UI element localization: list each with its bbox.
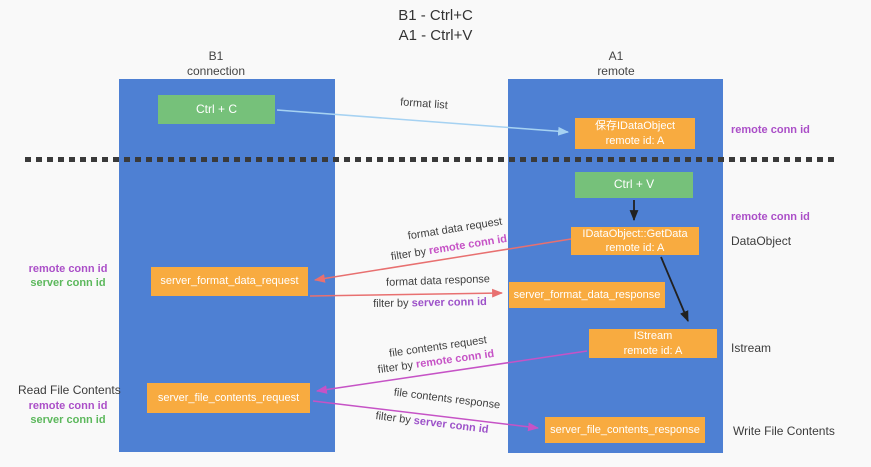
node-server-format-data-response-label: server_format_data_response	[513, 288, 661, 301]
copy-paste-divider-line	[25, 157, 838, 162]
lane-a1-title: A1	[608, 49, 624, 63]
title-line-2: A1 - Ctrl+V	[398, 26, 473, 44]
node-idataobject-getdata: IDataObject::GetData remote id: A	[571, 227, 699, 255]
left-label-server-conn-id-2: server conn id	[30, 413, 106, 426]
node-save-idataobject-line1: 保存IDataObject	[594, 120, 676, 133]
left-label-remote-conn-id-1: remote conn id	[28, 263, 108, 275]
edge-label-format-data-response: format data response	[385, 273, 491, 289]
right-label-remote-conn-id-1: remote conn id	[731, 124, 810, 136]
node-server-file-contents-response: server_file_contents_response	[545, 417, 705, 443]
lane-b1-subtitle: connection	[186, 64, 246, 78]
node-ctrl-v: Ctrl + V	[575, 172, 693, 198]
filter-server-conn-id: server conn id	[411, 296, 487, 310]
title-line-1: B1 - Ctrl+C	[398, 7, 473, 24]
edge-label-filter-server-2: filter by server conn id	[375, 410, 489, 436]
filter-by-text: filter by	[373, 297, 412, 310]
node-ctrl-c: Ctrl + C	[158, 95, 275, 124]
edge-label-file-contents-response: file contents response	[393, 386, 501, 412]
lane-header-a1: A1 remote	[516, 49, 716, 79]
lane-a1-subtitle: remote	[597, 64, 635, 78]
filter-by-text: filter by	[377, 358, 417, 377]
node-istream-line1: IStream	[633, 330, 673, 343]
filter-server-conn-id: server conn id	[413, 414, 490, 436]
node-save-idataobject: 保存IDataObject remote id: A	[575, 118, 695, 149]
left-label-remote-conn-id-2: remote conn id	[28, 399, 108, 412]
edge-label-format-list: format list	[399, 96, 449, 112]
right-label-remote-conn-id-2: remote conn id	[731, 211, 810, 223]
node-getdata-line2: remote id: A	[605, 242, 665, 254]
node-server-file-contents-request: server_file_contents_request	[147, 383, 310, 413]
node-server-format-data-request: server_format_data_request	[151, 267, 308, 296]
node-server-format-data-response: server_format_data_response	[509, 282, 665, 308]
right-label-istream: Istream	[731, 341, 772, 355]
node-server-file-contents-request-label: server_file_contents_request	[157, 391, 300, 404]
node-istream-line2: remote id: A	[623, 344, 683, 357]
node-ctrl-v-label: Ctrl + V	[613, 177, 655, 192]
right-label-dataobject: DataObject	[731, 234, 792, 248]
node-server-format-data-request-label: server_format_data_request	[160, 275, 299, 288]
left-label-server-conn-id-1: server conn id	[30, 277, 106, 290]
node-ctrl-c-label: Ctrl + C	[195, 101, 237, 116]
node-server-file-contents-response-label: server_file_contents_response	[550, 423, 700, 436]
left-label-read-file-contents: Read File Contents	[18, 383, 121, 397]
filter-by-text: filter by	[390, 245, 431, 264]
filter-by-text: filter by	[374, 410, 415, 427]
left-label-group-file: Read File Contents remote conn id server…	[18, 383, 121, 427]
left-label-group-format: remote conn id server conn id	[18, 262, 118, 291]
lane-b1-title: B1	[208, 49, 224, 63]
lane-header-b1: B1 connection	[116, 49, 316, 79]
node-getdata-line1: IDataObject::GetData	[582, 227, 688, 240]
right-label-write-file-contents: Write File Contents	[733, 424, 835, 438]
diagram-title: B1 - Ctrl+C A1 - Ctrl+V	[0, 6, 871, 45]
node-save-idataobject-line2: remote id: A	[605, 134, 665, 147]
edge-label-filter-server-1: filter by server conn id	[373, 296, 487, 310]
node-istream: IStream remote id: A	[589, 329, 717, 358]
